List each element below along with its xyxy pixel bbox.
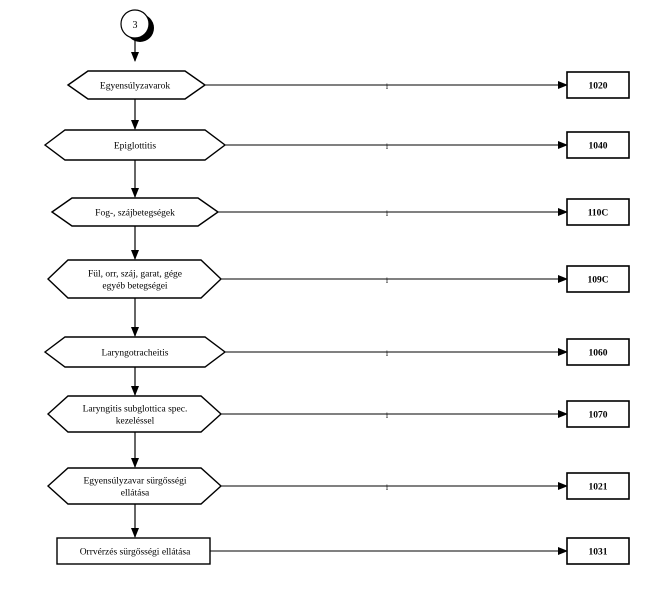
code-label: 1031 <box>589 548 608 558</box>
code-label: 1060 <box>589 349 608 359</box>
step-label: Laryngotracheitis <box>101 349 168 359</box>
code-label: 109C <box>587 276 608 286</box>
edge-label: i <box>386 209 389 218</box>
edge-label: i <box>386 349 389 358</box>
code-box <box>566 537 630 565</box>
process-box <box>56 537 211 565</box>
flow-step: Fül, orr, száj, garat, gége egyéb betegsé… <box>46 259 630 299</box>
flow-step: Fog-, szájbetegségek i 110C <box>50 197 630 227</box>
step-label: Fül, orr, száj, garat, gége <box>88 270 182 280</box>
code-label: 1070 <box>589 411 608 421</box>
code-box <box>566 265 630 293</box>
code-box <box>566 131 630 159</box>
step-label: Laryngitis subglottica spec. <box>83 405 188 415</box>
off-page-connector: 3 <box>120 9 154 42</box>
edge-label: i <box>386 483 389 492</box>
code-label: 110C <box>588 209 609 219</box>
step-label: Epiglottitis <box>114 142 157 152</box>
step-label: Fog-, szájbetegségek <box>95 209 175 219</box>
flow-step: Laryngitis subglottica spec. kezeléssel i 1… <box>46 395 630 433</box>
edge-label: i <box>386 411 389 420</box>
code-box <box>566 338 630 366</box>
code-box <box>566 71 630 99</box>
code-box <box>566 198 630 226</box>
flow-step: Egyensúlyzavar sürgősségi ellátása i 1021 <box>46 467 630 505</box>
edge-label: i <box>386 142 389 151</box>
code-label: 1020 <box>589 82 608 92</box>
code-box <box>566 400 630 428</box>
step-label: ellátása <box>121 489 150 499</box>
step-label: Egyensúlyzavar sürgősségi <box>84 477 187 487</box>
step-label: kezeléssel <box>116 417 155 427</box>
edge-label: i <box>386 276 389 285</box>
flow-step: Egyensúlyzavarok i 1020 <box>66 70 630 100</box>
code-label: 1021 <box>589 483 608 493</box>
flow-step: Orrvérzés sürgősségi ellátása 1031 <box>56 537 630 565</box>
flow-step: Epiglottitis i 1040 <box>43 129 630 161</box>
code-label: 1040 <box>589 142 608 152</box>
step-label: Egyensúlyzavarok <box>100 82 170 92</box>
code-box <box>566 472 630 500</box>
step-label: Orrvérzés sürgősségi ellátása <box>80 548 191 558</box>
connector-label: 3 <box>133 20 138 31</box>
edge-label: i <box>386 82 389 91</box>
flow-step: Laryngotracheitis i 1060 <box>43 336 630 368</box>
step-label: egyéb betegségei <box>102 282 168 292</box>
